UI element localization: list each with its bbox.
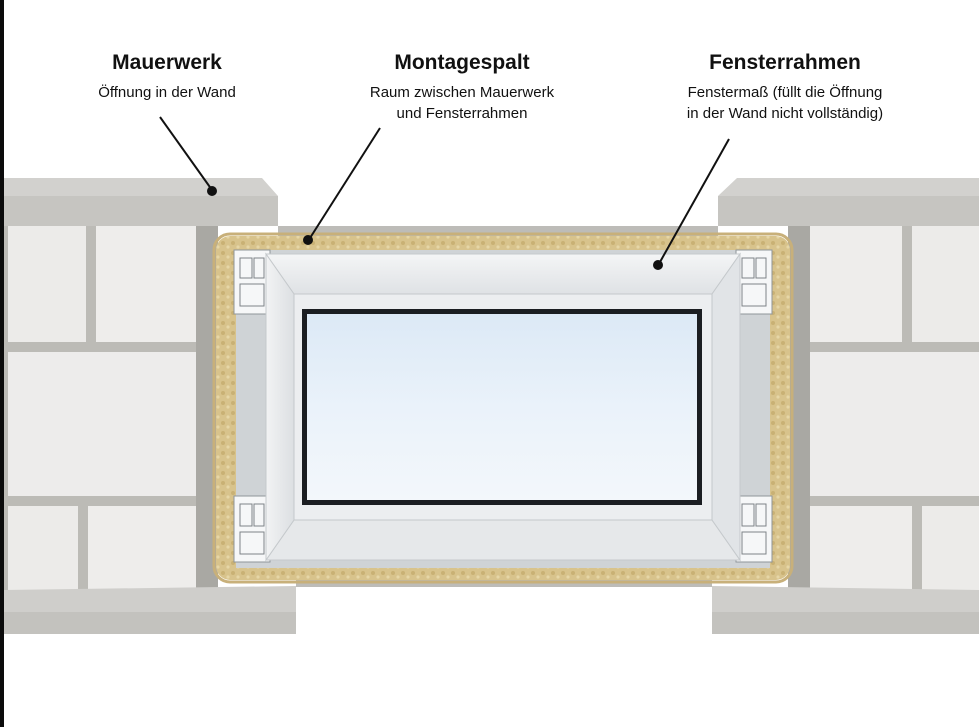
masonry-block <box>8 506 78 602</box>
leader-line-fensterrahmen <box>659 138 730 263</box>
label-montagespalt: Montagespalt Raum zwischen Mauerwerk und… <box>342 50 582 124</box>
label-mauerwerk: Mauerwerk Öffnung in der Wand <box>67 50 267 103</box>
right-masonry <box>712 178 979 634</box>
label-mauerwerk-desc: Öffnung in der Wand <box>98 84 236 101</box>
left-border <box>0 0 4 727</box>
frame-bottom <box>265 519 741 561</box>
frame-top <box>265 253 741 295</box>
label-fensterrahmen-desc: Fenstermaß (füllt die Öffnung in der Wan… <box>686 84 884 122</box>
label-fensterrahmen-title: Fensterrahmen <box>709 51 861 74</box>
glass-pane <box>307 314 697 500</box>
top-lintel-face <box>4 196 278 226</box>
window-frame <box>233 249 773 568</box>
masonry-block <box>810 352 979 496</box>
frame-right <box>711 252 741 562</box>
masonry-block <box>810 506 912 602</box>
bottom-sill-face <box>4 612 296 634</box>
label-fensterrahmen: Fensterrahmen Fenstermaß (füllt die Öffn… <box>660 50 910 124</box>
leader-line-mauerwerk <box>159 116 213 191</box>
leader-line-montagespalt <box>309 127 381 239</box>
leader-dot-fensterrahmen <box>653 260 663 270</box>
top-lintel-face <box>718 196 979 226</box>
left-masonry <box>4 178 296 634</box>
masonry-block <box>922 506 979 602</box>
label-mauerwerk-title: Mauerwerk <box>112 51 222 74</box>
masonry-block <box>8 352 196 496</box>
masonry-block <box>88 506 196 602</box>
label-montagespalt-title: Montagespalt <box>394 51 530 74</box>
masonry-block <box>96 208 196 342</box>
masonry-block <box>8 208 86 342</box>
leader-dot-mauerwerk <box>207 186 217 196</box>
leader-lines <box>159 116 730 270</box>
frame-left <box>265 252 295 562</box>
leader-dot-montagespalt <box>303 235 313 245</box>
label-montagespalt-desc: Raum zwischen Mauerwerk und Fensterrahme… <box>369 84 555 122</box>
bottom-sill-face <box>712 612 979 634</box>
masonry-block <box>810 208 902 342</box>
masonry-block <box>912 208 979 342</box>
